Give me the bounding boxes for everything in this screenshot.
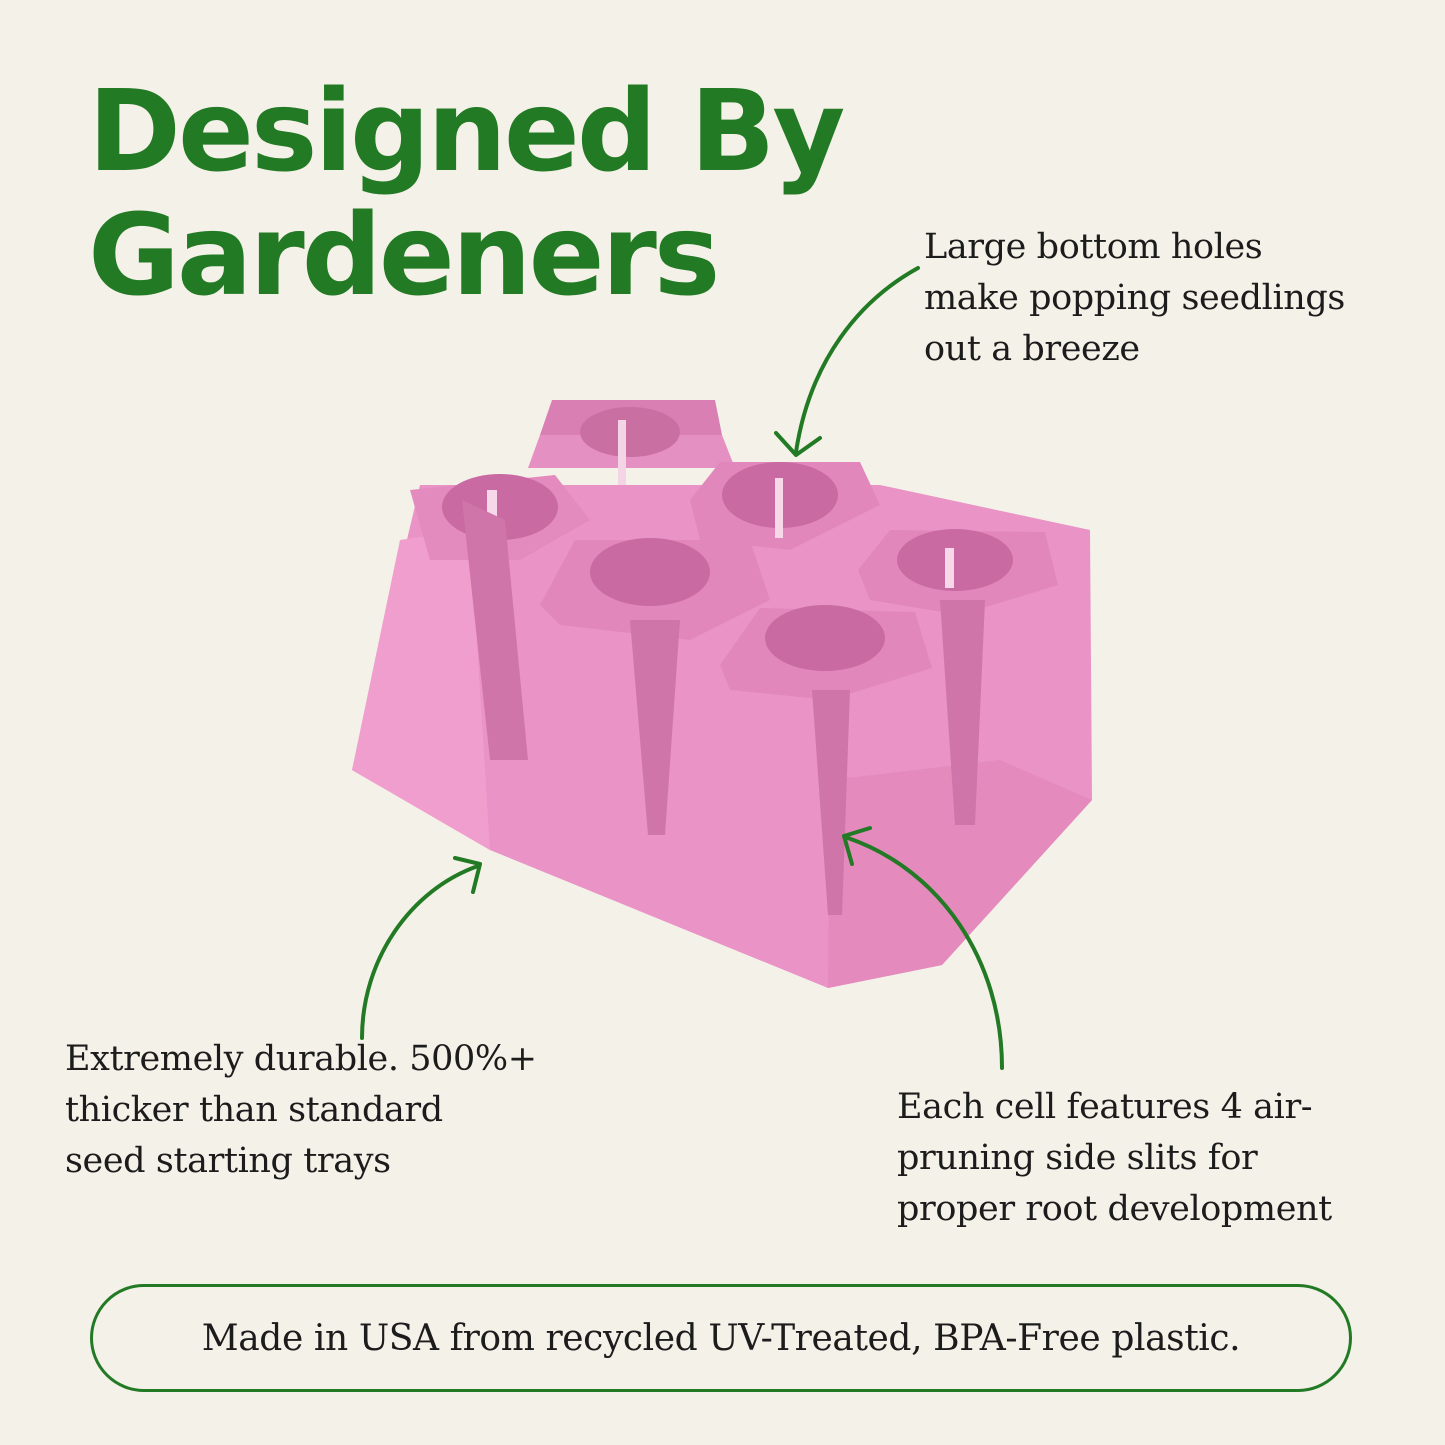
tray-cell-right (858, 529, 1058, 825)
callout-side-slits: Each cell features 4 air- pruning side s… (897, 1082, 1332, 1235)
tray-cell-left-back (410, 474, 590, 760)
page-title: Designed By Gardeners (88, 67, 845, 321)
tray-cell-back-left (528, 400, 735, 530)
footer-banner: Made in USA from recycled UV-Treated, BP… (90, 1284, 1352, 1392)
callout-line: pruning side slits for (897, 1138, 1258, 1178)
callout-line: thicker than standard (65, 1090, 443, 1130)
callout-line: Extremely durable. 500%+ (65, 1039, 537, 1079)
callout-line: out a breeze (924, 329, 1140, 369)
callout-line: Large bottom holes (924, 227, 1263, 267)
tray-cell-front-right (720, 605, 932, 915)
callout-line: make popping seedlings (924, 278, 1345, 318)
callout-line: proper root development (897, 1189, 1332, 1229)
callout-line: seed starting trays (65, 1141, 391, 1181)
arrow-icon (774, 266, 920, 457)
title-line-1: Designed By (88, 67, 845, 197)
tray-cell-back-right (690, 462, 880, 550)
callout-line: Each cell features 4 air- (897, 1087, 1313, 1127)
callout-bottom-holes: Large bottom holes make popping seedling… (924, 222, 1345, 375)
footer-text: Made in USA from recycled UV-Treated, BP… (201, 1317, 1241, 1359)
arrow-icon (842, 826, 1004, 1070)
arrow-icon (360, 856, 482, 1040)
title-line-2: Gardeners (88, 191, 720, 321)
tray-cell-front-middle (540, 538, 770, 835)
callout-durable: Extremely durable. 500%+ thicker than st… (65, 1034, 537, 1187)
